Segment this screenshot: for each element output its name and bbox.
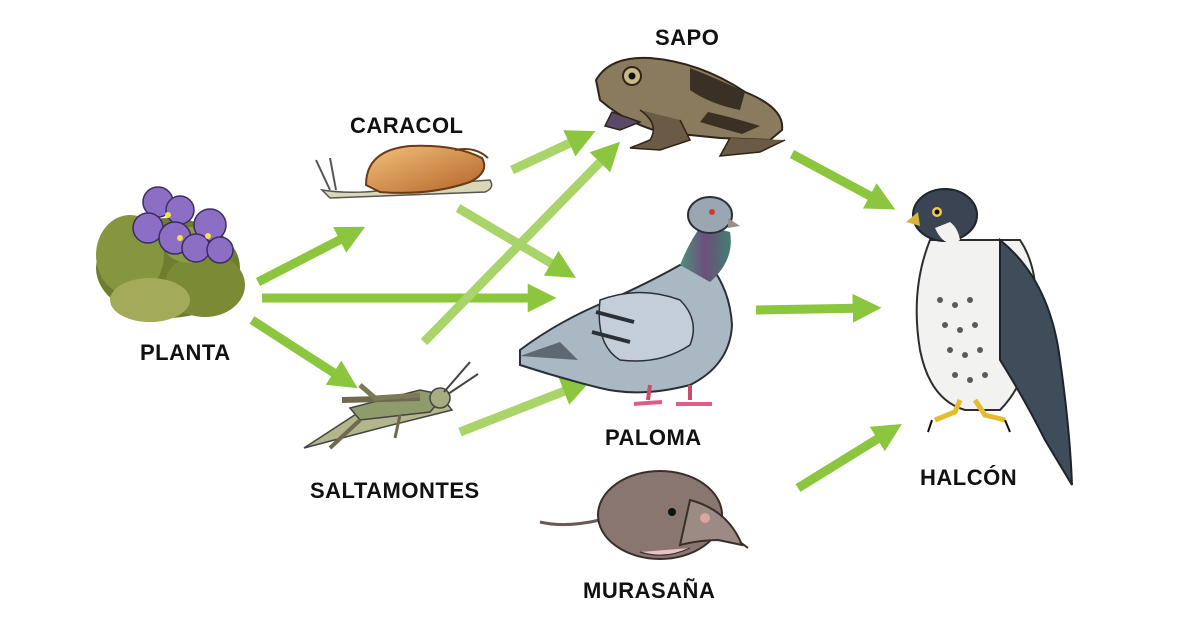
label-saltamontes: SALTAMONTES: [310, 478, 480, 503]
arrow-caracol-sapo: [510, 130, 596, 175]
label-murasana: MURASAÑA: [583, 578, 716, 603]
shrew-illustration: [539, 470, 749, 560]
arrow-sapo-halcon: [789, 150, 896, 210]
label-halcon: HALCÓN: [920, 465, 1018, 490]
label-paloma: PALOMA: [605, 425, 702, 450]
arrows-layer: [249, 130, 902, 492]
arrow-saltamontes-sapo: [420, 141, 621, 346]
arrow-saltamontes-paloma: [458, 377, 591, 437]
label-sapo: SAPO: [655, 25, 720, 50]
arrow-caracol-paloma: [455, 204, 576, 278]
label-caracol: CARACOL: [350, 113, 464, 138]
arrow-planta-saltamontes: [249, 316, 358, 389]
plant-illustration: [96, 186, 245, 322]
toad-illustration: [594, 56, 786, 157]
snail-illustration: [315, 144, 493, 199]
falcon-illustration: [906, 188, 1073, 486]
arrow-murasana-halcon: [795, 423, 902, 492]
arrow-planta-caracol: [255, 226, 366, 286]
arrow-paloma-halcon: [755, 293, 882, 323]
label-planta: PLANTA: [140, 340, 231, 365]
pigeon-illustration: [519, 196, 740, 406]
grasshopper-illustration: [303, 361, 479, 450]
